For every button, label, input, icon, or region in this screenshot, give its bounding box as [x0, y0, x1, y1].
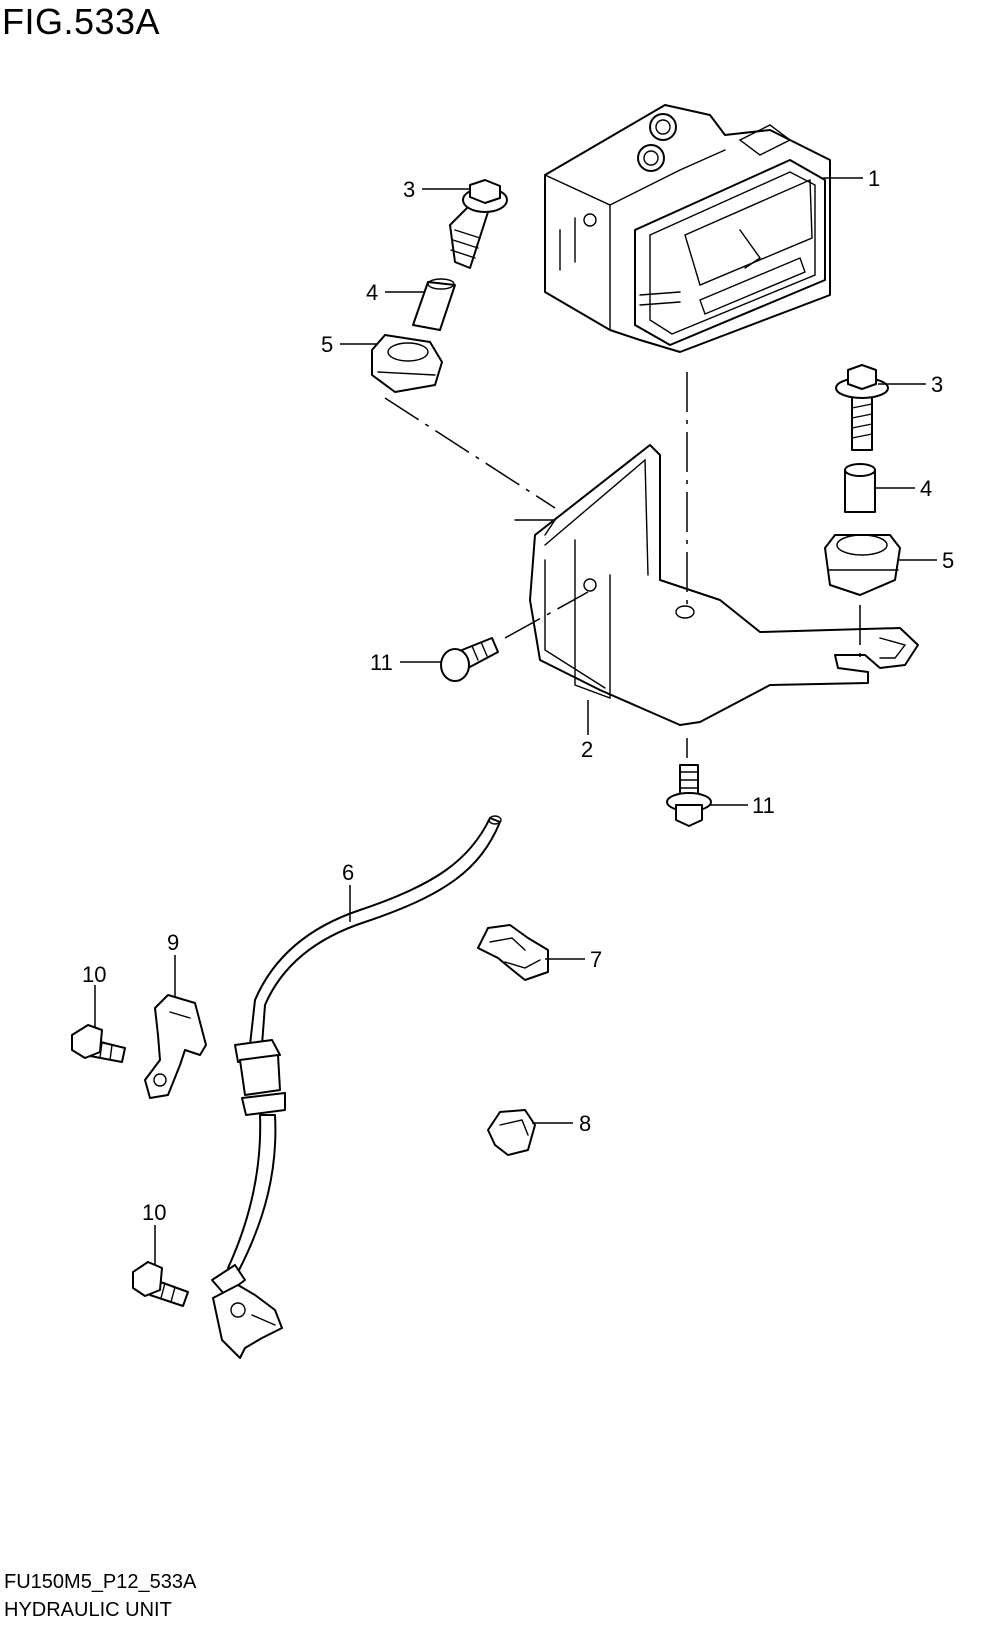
part-10-bolt-upper[interactable] [71, 1024, 126, 1063]
part-1-hydraulic-unit[interactable] [544, 104, 831, 353]
callout-11-left: 11 [370, 650, 393, 675]
part-6-speed-sensor-harness[interactable] [211, 815, 502, 1359]
part-11-bolt-left[interactable] [440, 637, 499, 682]
part-7-clamp[interactable] [477, 924, 549, 981]
part-10-bolt-lower[interactable] [132, 1261, 189, 1307]
part-4-collar-upper-left[interactable] [412, 278, 456, 331]
callout-10-upper: 10 [82, 962, 106, 987]
callout-9: 9 [167, 930, 179, 955]
callout-6: 6 [342, 860, 354, 885]
part-5-grommet-right[interactable] [824, 534, 901, 596]
callout-1: 1 [868, 166, 880, 191]
part-3-bolt-upper-left[interactable] [449, 179, 508, 269]
part-3-bolt-right[interactable] [835, 364, 889, 451]
callout-7: 7 [590, 947, 602, 972]
callout-8: 8 [579, 1111, 591, 1136]
callout-5-right: 5 [942, 548, 954, 573]
callout-3-upper-left: 3 [403, 177, 415, 202]
part-9-bracket-clip[interactable] [144, 994, 207, 1099]
figure-name: HYDRAULIC UNIT [4, 1599, 172, 1621]
figure-title: FIG.533A [2, 1, 161, 42]
callout-2: 2 [581, 737, 593, 762]
leader-lines [94, 177, 937, 1265]
callout-numbers: 1 2 3 3 4 4 5 5 6 7 8 9 10 10 11 11 [82, 166, 954, 1225]
part-8-clamp[interactable] [487, 1109, 536, 1156]
figure-code: FU150M5_P12_533A [4, 1571, 197, 1593]
callout-3-right: 3 [931, 372, 943, 397]
part-11-bolt-bottom[interactable] [666, 764, 712, 827]
callout-4-right: 4 [920, 476, 932, 501]
callout-10-lower: 10 [142, 1200, 166, 1225]
callout-5-upper-left: 5 [321, 332, 333, 357]
part-5-grommet-upper-left[interactable] [371, 334, 443, 393]
part-4-collar-right[interactable] [844, 463, 876, 513]
callout-11-bottom: 11 [752, 793, 775, 818]
assembly-lines [384, 372, 861, 758]
part-2-bracket[interactable] [514, 444, 919, 726]
callout-4-upper-left: 4 [366, 280, 378, 305]
